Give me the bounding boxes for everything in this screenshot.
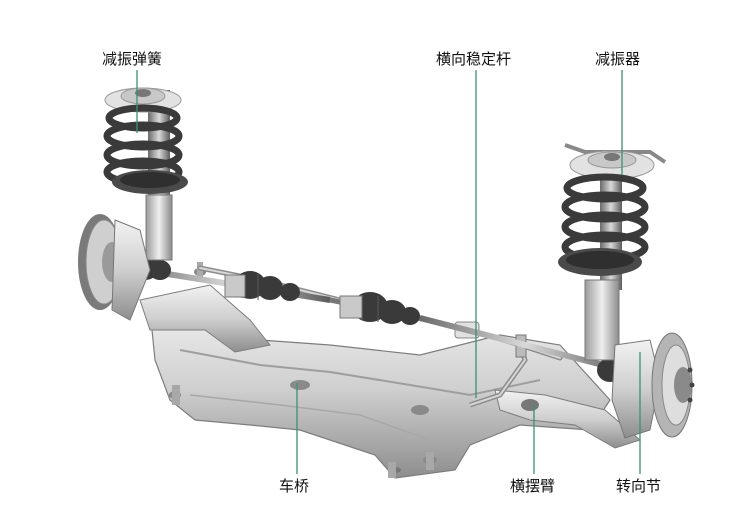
label-shock-spring: 减振弹簧 — [102, 50, 163, 68]
label-axle: 车桥 — [279, 477, 310, 495]
label-steering-knuckle: 转向节 — [616, 477, 662, 495]
leader-lines — [136, 70, 641, 474]
label-stabilizer-bar: 横向稳定杆 — [436, 50, 512, 68]
left-strut — [78, 87, 188, 321]
drive-shafts — [129, 256, 636, 383]
label-shock-absorber: 减振器 — [595, 50, 641, 68]
right-knuckle — [611, 332, 695, 439]
label-control-arm: 横摆臂 — [510, 477, 556, 495]
right-strut — [558, 143, 667, 361]
